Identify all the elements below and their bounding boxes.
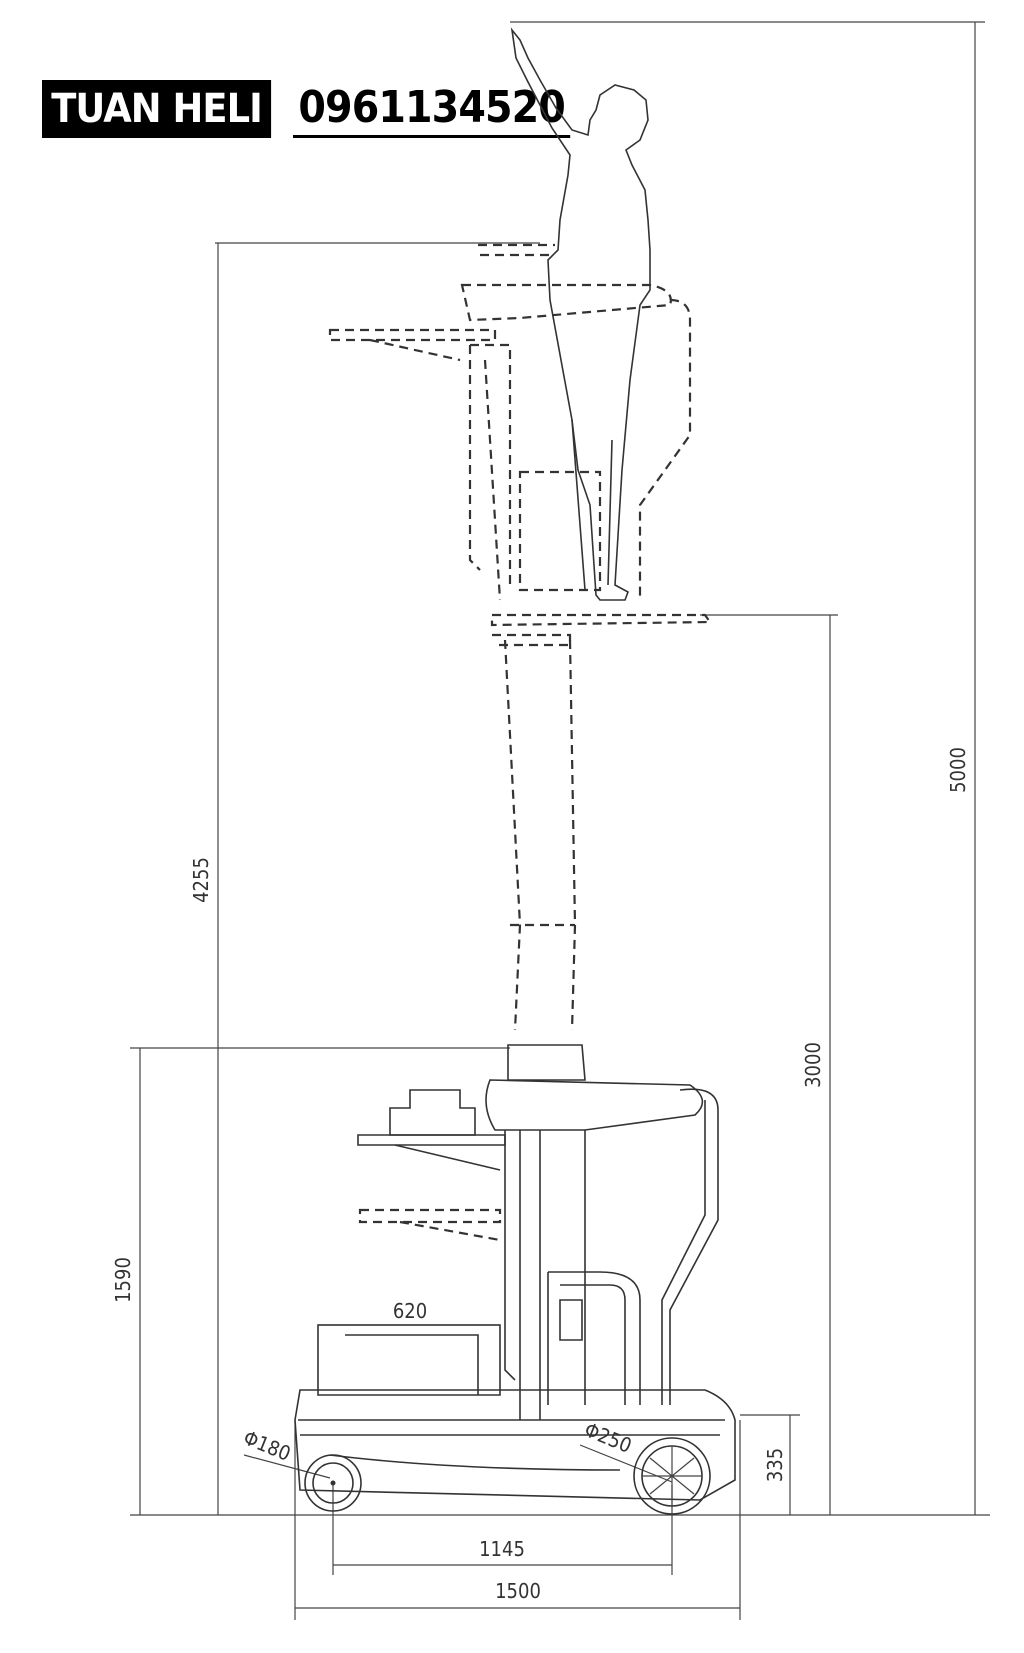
dim-wheelbase: 1145 xyxy=(479,1537,525,1561)
rear-guard xyxy=(669,1088,719,1405)
rear-wheel-spokes xyxy=(642,1446,702,1506)
dim-front-wheel: Φ180 xyxy=(240,1425,294,1465)
chassis-curve xyxy=(329,1454,621,1471)
upper-tray xyxy=(357,1134,506,1146)
control-panel xyxy=(559,1299,583,1341)
front-wheel-axle xyxy=(330,1480,336,1486)
operator-figure xyxy=(510,27,651,601)
front-wheel xyxy=(304,1454,362,1512)
mast-top xyxy=(507,1044,586,1081)
raised-platform-base xyxy=(492,633,572,647)
raised-tray xyxy=(328,328,497,342)
lower-tray-brace xyxy=(399,1220,501,1242)
console xyxy=(547,1271,641,1405)
lowered-machine xyxy=(294,1044,736,1501)
raised-tray-brace xyxy=(369,338,461,362)
dim-platform-height: 3000 xyxy=(801,1042,825,1088)
brand-name: TUAN HELI xyxy=(42,80,272,138)
front-wheel-hub xyxy=(312,1462,354,1504)
brand-phone: 0961134520 xyxy=(293,80,571,138)
raised-handrail xyxy=(460,283,672,322)
tray-box xyxy=(389,1089,476,1136)
upper-tray-brace xyxy=(394,1144,501,1171)
load-tray xyxy=(317,1324,501,1396)
raised-machine xyxy=(328,243,713,1031)
raised-rear-guard xyxy=(638,298,692,600)
mast-extended xyxy=(503,639,577,1031)
raised-column xyxy=(468,343,512,590)
operator-silhouette xyxy=(510,27,651,601)
dim-overall-length: 1500 xyxy=(495,1579,541,1603)
chassis-lines xyxy=(298,1419,725,1436)
dim-lowered-height: 1590 xyxy=(111,1257,135,1303)
raised-platform xyxy=(490,613,713,627)
dim-tray-width: 620 xyxy=(393,1299,427,1323)
rear-guard-inner xyxy=(661,1100,706,1405)
raised-top-rail xyxy=(478,243,555,257)
load-tray-inner xyxy=(345,1334,479,1395)
brand-banner: TUAN HELI 0961134520 xyxy=(42,80,601,138)
column-front xyxy=(504,1130,516,1381)
lower-tray xyxy=(358,1208,502,1224)
dim-rear-wheel: Φ250 xyxy=(581,1417,635,1457)
raised-column-inner xyxy=(483,359,502,601)
mast xyxy=(519,1130,586,1420)
dim-chassis-height: 335 xyxy=(763,1448,787,1482)
rear-wheel-rim xyxy=(633,1437,711,1515)
handrail xyxy=(485,1079,704,1131)
dim-overall-height: 5000 xyxy=(946,747,970,793)
raised-console xyxy=(518,470,602,592)
chassis xyxy=(294,1389,736,1501)
operator-legs xyxy=(571,419,613,591)
front-wheel-rim xyxy=(304,1454,362,1512)
dim-handrail-height: 4255 xyxy=(189,857,213,903)
rear-wheel xyxy=(633,1437,711,1515)
